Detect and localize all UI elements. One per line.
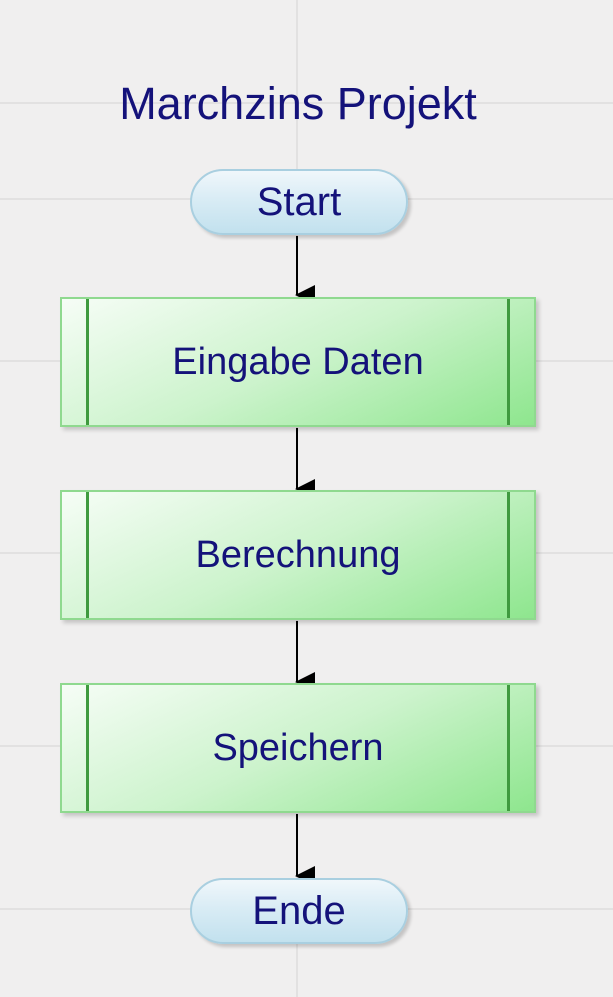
process-label: Speichern [212,726,384,769]
diagram-title: Marchzins Projekt [119,78,477,129]
process-label: Berechnung [195,533,401,576]
process-label: Eingabe Daten [172,340,424,383]
process-bar-left [86,492,89,618]
end-terminal[interactable]: Ende [190,878,408,944]
start-terminal[interactable]: Start [190,169,408,235]
process-berechnung[interactable]: Berechnung [60,490,536,620]
process-speichern[interactable]: Speichern [60,683,536,813]
process-bar-left [86,685,89,811]
end-label: Ende [252,888,346,933]
process-bar-right [507,685,510,811]
process-bar-right [507,492,510,618]
process-bar-left [86,299,89,425]
process-eingabe-daten[interactable]: Eingabe Daten [60,297,536,427]
start-label: Start [256,179,342,224]
grid-line-horizontal [0,102,613,104]
process-bar-right [507,299,510,425]
